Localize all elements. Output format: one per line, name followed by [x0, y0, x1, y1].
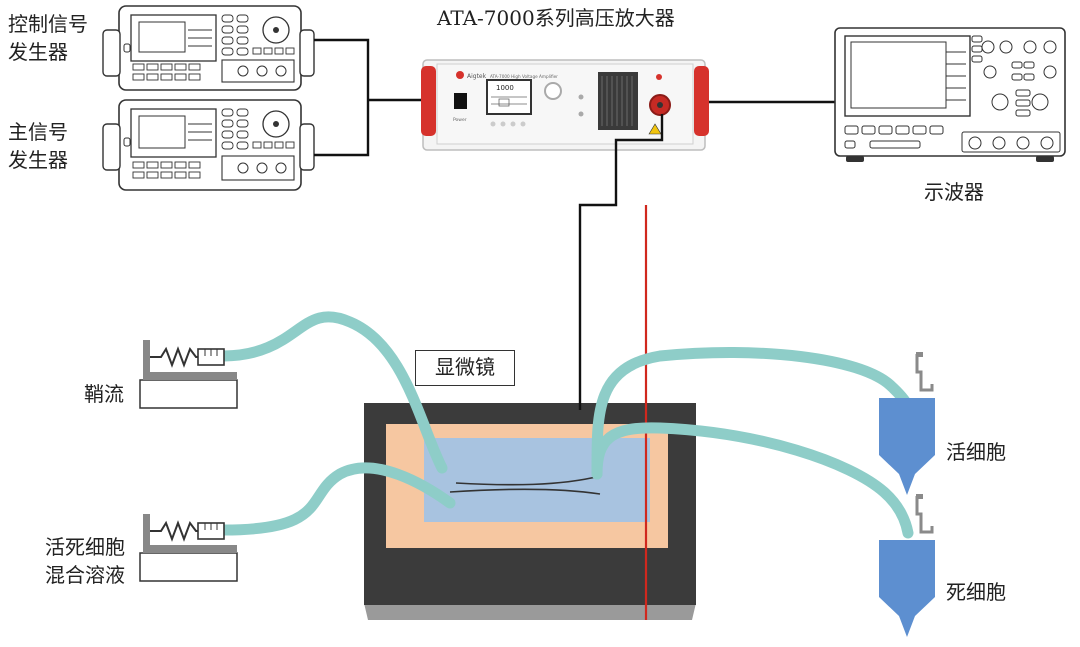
electrode-line-top — [455, 475, 601, 486]
power-label: Power — [453, 117, 467, 123]
cell-mixture-label: 活死细胞 混合溶液 — [45, 535, 125, 587]
amplifier-title: ATA-7000系列高压放大器 — [437, 6, 675, 30]
main-generator-label: 主信号 发生器 — [8, 120, 68, 172]
dead-cell-collector — [879, 494, 935, 637]
electrode-wiring — [578, 114, 664, 620]
sheath-flow-label: 鞘流 — [84, 382, 124, 406]
mixture-tube — [218, 462, 456, 536]
live-cell-label: 活细胞 — [946, 440, 1006, 464]
electrode-line-bottom — [449, 488, 601, 495]
main-signal-generator — [102, 99, 315, 191]
live-cell-collector — [879, 352, 935, 495]
sheath-syringe-pump — [139, 340, 238, 409]
dead-outlet-tube — [591, 422, 914, 539]
amplifier-vent — [598, 72, 638, 130]
amplifier-screen-value: 1000 — [496, 84, 514, 92]
brand-label: Aigtek — [467, 73, 487, 80]
tubing — [218, 311, 914, 539]
power-switch — [454, 93, 467, 109]
oscilloscope — [834, 27, 1066, 162]
control-generator-label: 控制信号 发生器 — [8, 12, 88, 64]
mixture-syringe-pump — [139, 514, 238, 582]
control-signal-generator — [102, 5, 315, 91]
dead-cell-label: 死细胞 — [946, 580, 1006, 604]
high-voltage-amplifier: Aigtek ATA-7000 High Voltage Amplifier P… — [421, 59, 709, 151]
live-outlet-tube — [591, 347, 914, 480]
sheath-tube — [218, 311, 448, 474]
microscope-label: 显微镜 — [415, 350, 515, 386]
generator-cables — [314, 38, 423, 157]
oscilloscope-label: 示波器 — [924, 180, 984, 204]
amplifier-knob — [544, 82, 562, 100]
model-label: ATA-7000 High Voltage Amplifier — [490, 74, 558, 79]
